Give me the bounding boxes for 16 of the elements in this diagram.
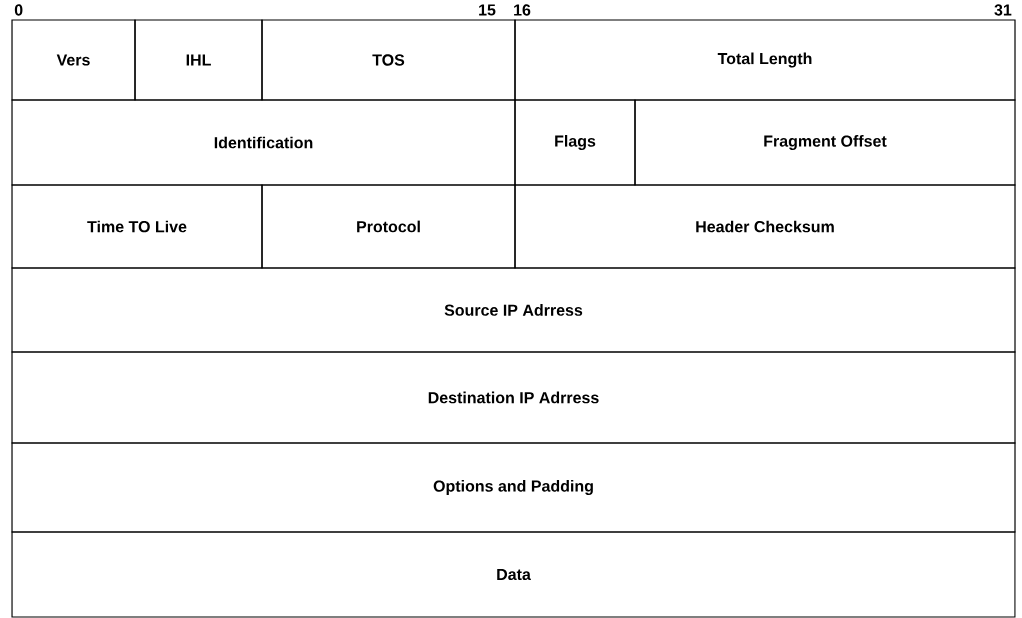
field-cell: Flags xyxy=(514,99,636,186)
field-cell: IHL xyxy=(134,19,263,101)
field-cell: Options and Padding xyxy=(11,442,1016,533)
field-cell: Data xyxy=(11,531,1016,618)
field-cell: Header Checksum xyxy=(514,184,1016,269)
field-cell: TOS xyxy=(261,19,516,101)
field-cell: Protocol xyxy=(261,184,516,269)
field-cell: Fragment Offset xyxy=(634,99,1016,186)
field-cell: Identification xyxy=(11,99,516,186)
bit-number: 16 xyxy=(514,4,531,16)
field-cell: Destination IP Adrress xyxy=(11,351,1016,444)
field-cell: Vers xyxy=(11,19,136,101)
field-cell: Source IP Adrress xyxy=(11,267,1016,353)
bit-number: 15 xyxy=(479,4,496,16)
field-cell: Time TO Live xyxy=(11,184,263,269)
field-cell: Total Length xyxy=(514,19,1016,101)
